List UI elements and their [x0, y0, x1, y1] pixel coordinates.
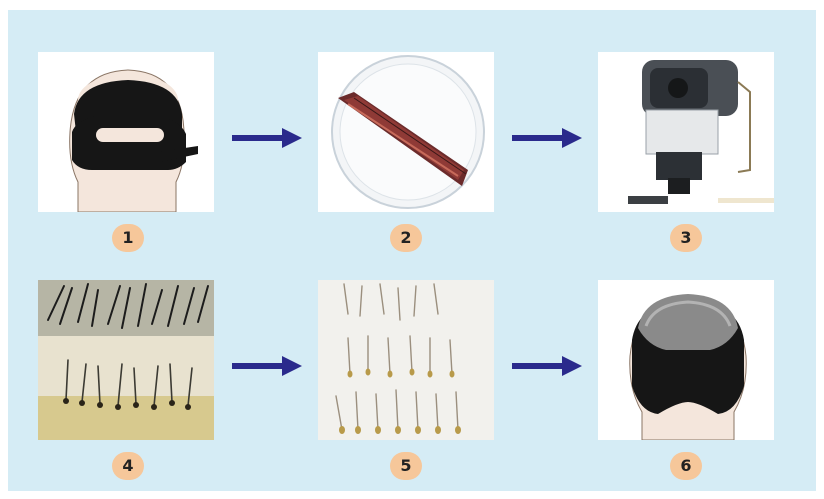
step-badge-3: 3: [670, 224, 702, 252]
step-1-image: [38, 52, 214, 212]
head-with-harvest-band-illustration: [38, 52, 214, 212]
stereo-microscope-illustration: [598, 52, 774, 212]
arrow-right-icon: [512, 356, 582, 376]
arrow-right-icon: [232, 128, 302, 148]
step-badge-1: 1: [112, 224, 144, 252]
dissected-grafts-illustration: [318, 280, 494, 440]
head-with-recipient-area-illustration: [598, 280, 774, 440]
step-5-image: [318, 280, 494, 440]
step-3-image: [598, 52, 774, 212]
step-6-image: [598, 280, 774, 440]
arrow-right-icon: [232, 356, 302, 376]
step-4-image: [38, 280, 214, 440]
step-badge-2: 2: [390, 224, 422, 252]
arrow-right-icon: [512, 128, 582, 148]
step-badge-5: 5: [390, 452, 422, 480]
step-badge-4: 4: [112, 452, 144, 480]
donor-strip-in-petri-dish-illustration: [318, 52, 494, 212]
magnified-follicular-units-illustration: [38, 280, 214, 440]
step-badge-6: 6: [670, 452, 702, 480]
step-2-image: [318, 52, 494, 212]
